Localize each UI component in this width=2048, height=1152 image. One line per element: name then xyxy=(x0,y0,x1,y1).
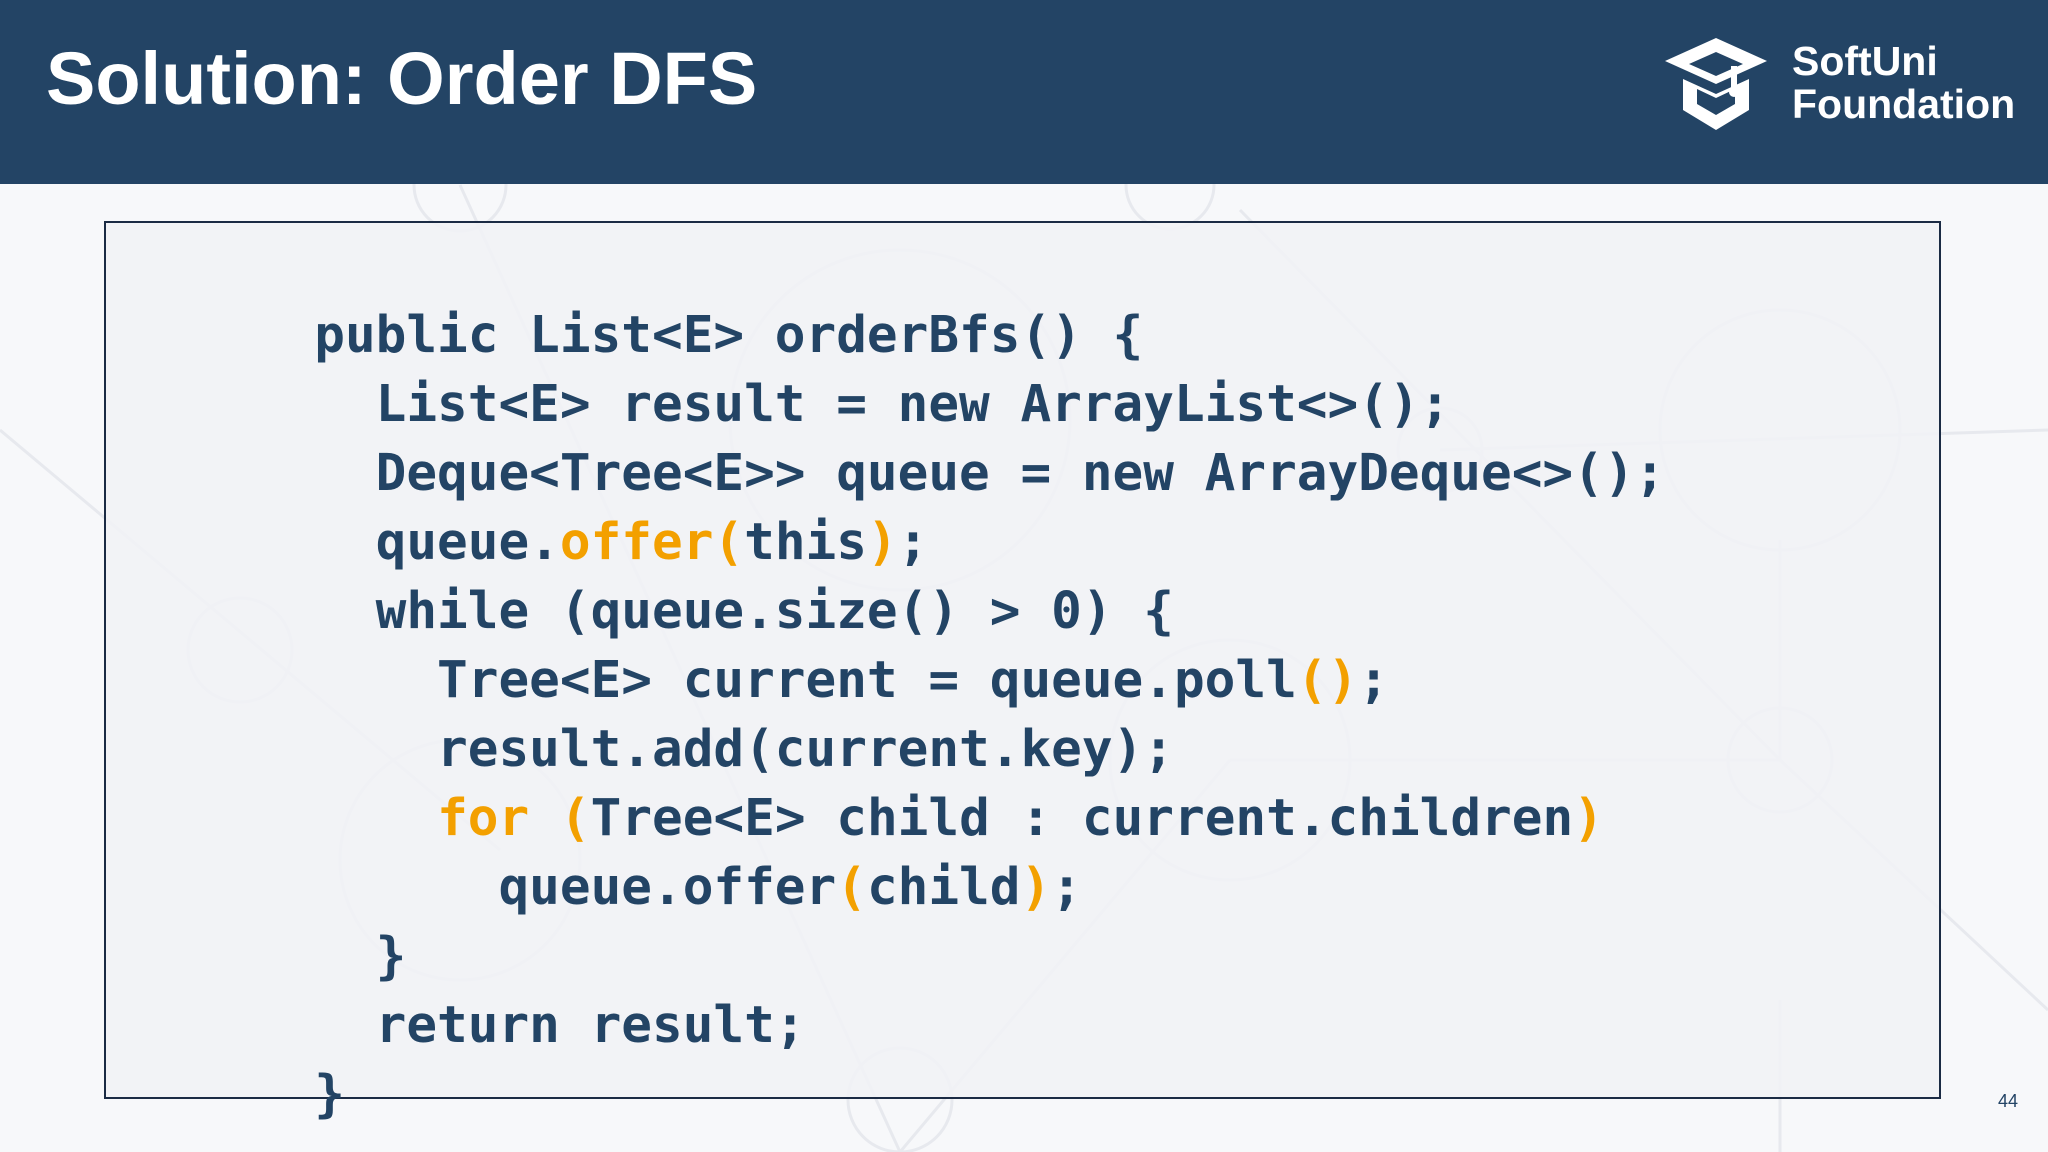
code-line-11: return result; xyxy=(130,921,806,1055)
code-line-6: Tree<E> current = queue.poll(); xyxy=(130,576,1389,710)
code-token-highlight: for xyxy=(437,789,530,848)
code-token: this xyxy=(744,513,867,572)
code-token: ; xyxy=(1051,858,1082,917)
code-line-8: for (Tree<E> child : current.children) xyxy=(130,714,1604,848)
code-token-highlight: ( xyxy=(559,789,591,848)
code-line-10: } xyxy=(130,852,407,986)
code-token: queue.offer xyxy=(314,858,837,917)
code-token: } xyxy=(314,1065,345,1124)
code-token-highlight: offer( xyxy=(559,513,745,572)
code-line-2: List<E> result = new ArrayList<>(); xyxy=(130,300,1451,434)
code-token: public List<E> orderBfs() { xyxy=(314,306,1144,365)
code-token: return result; xyxy=(314,996,806,1055)
code-line-1: public List<E> orderBfs() { xyxy=(130,231,1143,365)
code-token: ; xyxy=(897,513,929,572)
code-token-highlight: ) xyxy=(1573,789,1604,848)
code-token-highlight: () xyxy=(1296,651,1359,710)
logo-line-foundation: Foundation xyxy=(1792,81,2016,127)
code-token: Tree<E> current = queue.poll xyxy=(314,651,1297,710)
code-line-3: Deque<Tree<E>> queue = new ArrayDeque<>(… xyxy=(130,369,1666,503)
code-token-highlight: ( xyxy=(836,858,867,917)
code-token: result.add(current.key); xyxy=(314,720,1174,779)
code-token: ; xyxy=(1358,651,1389,710)
code-token-highlight: ) xyxy=(1020,858,1052,917)
code-line-5: while (queue.size() > 0) { xyxy=(130,507,1174,641)
code-block: public List<E> orderBfs() { List<E> resu… xyxy=(104,221,1941,1124)
code-token: Tree<E> child : current.children xyxy=(590,789,1574,848)
code-token: } xyxy=(314,927,407,986)
code-line-12: } xyxy=(130,990,345,1124)
code-token: while (queue.size() > 0) { xyxy=(314,582,1174,641)
code-line-4: queue.offer(this); xyxy=(130,438,929,572)
code-token: queue. xyxy=(314,513,560,572)
page-number: 44 xyxy=(1997,1091,2018,1111)
code-token: Deque<Tree<E>> queue = new ArrayDeque<>(… xyxy=(314,444,1666,503)
code-token: List<E> result = new ArrayList<>(); xyxy=(314,375,1451,434)
code-token: child xyxy=(866,858,1021,917)
code-line-9: queue.offer(child); xyxy=(130,783,1081,917)
code-line-7: result.add(current.key); xyxy=(130,645,1174,779)
slide-header: Solution: Order DFS SoftUni Foundation xyxy=(0,0,2048,184)
logo-text: SoftUni Foundation xyxy=(1792,40,2015,126)
softuni-foundation-logo: SoftUni Foundation xyxy=(1655,34,2025,134)
code-token-highlight: ) xyxy=(866,513,898,572)
logo-line-softuni: SoftUni xyxy=(1792,38,1938,84)
graduation-cap-icon xyxy=(1665,38,1767,130)
slide-title: Solution: Order DFS xyxy=(46,37,758,120)
